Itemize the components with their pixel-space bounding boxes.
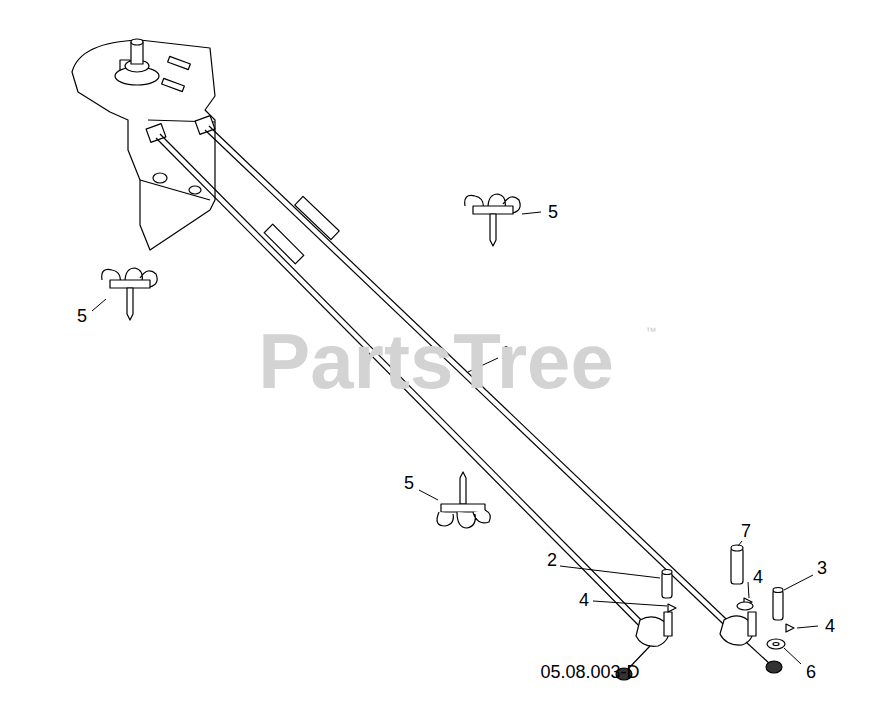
callout-number: 4 — [753, 568, 763, 586]
callout-number: 2 — [547, 551, 557, 569]
callout-number: 5 — [404, 474, 414, 492]
leader-lines — [92, 212, 818, 664]
callout-number: 4 — [825, 617, 835, 635]
watermark: PartsTree — [258, 322, 614, 400]
callout-number: 7 — [741, 522, 751, 540]
callout-number: 3 — [817, 559, 827, 577]
callout-number: 5 — [548, 203, 558, 221]
callout-number: 6 — [806, 663, 816, 681]
callout-number: 5 — [77, 307, 87, 325]
callout-number: 4 — [579, 591, 589, 609]
trademark-mark: ™ — [646, 326, 657, 337]
drawing-number: 05.08.003-D — [540, 663, 639, 681]
